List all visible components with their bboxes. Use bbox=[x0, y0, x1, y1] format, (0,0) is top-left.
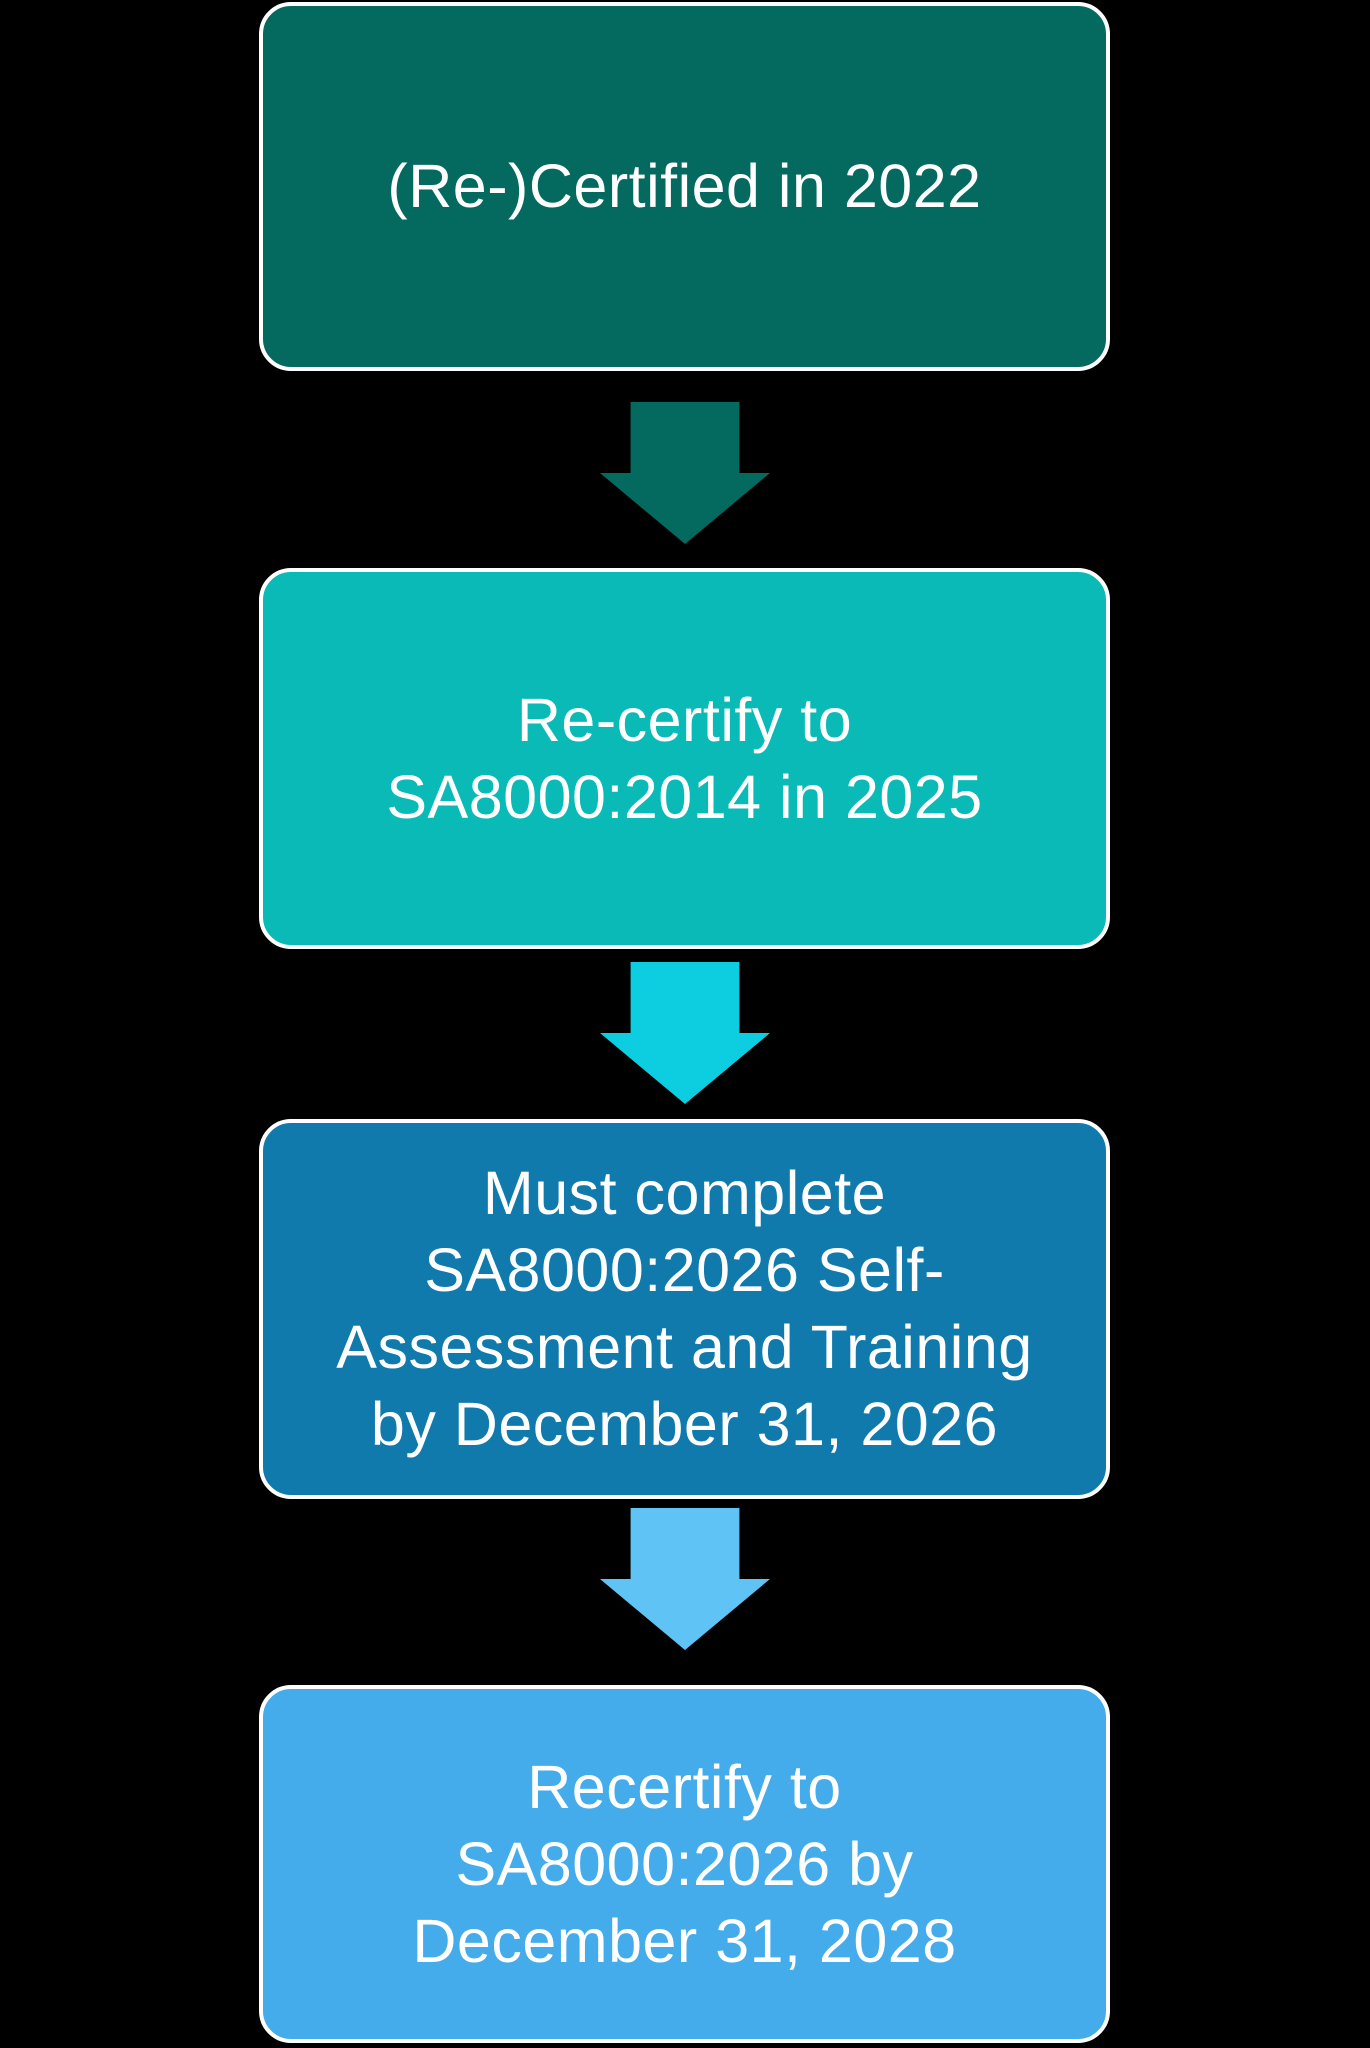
flow-step-3-text-line-4: by December 31, 2026 bbox=[370, 1390, 999, 1458]
flow-step-4-text-line-1: Recertify to bbox=[527, 1752, 842, 1821]
flow-step-3-text-line-3: Assessment and Training bbox=[336, 1313, 1033, 1381]
flow-step-1-box: (Re-)Certified in 2022 bbox=[259, 2, 1110, 371]
down-arrow-icon bbox=[600, 962, 770, 1104]
flow-step-4-text-line-3: December 31, 2028 bbox=[412, 1906, 957, 1975]
flow-step-1-text: (Re-)Certified in 2022 bbox=[387, 152, 982, 220]
flow-step-3-text-line-2: SA8000:2026 Self- bbox=[424, 1236, 945, 1304]
flow-step-3-text-line-1: Must complete bbox=[482, 1159, 887, 1227]
flow-step-2-box: Re-certify to SA8000:2014 in 2025 bbox=[259, 568, 1110, 949]
flow-step-2-text-line-2: SA8000:2014 in 2025 bbox=[386, 762, 983, 831]
down-arrow-icon bbox=[600, 1508, 770, 1650]
flow-step-2-text-line-1: Re-certify to bbox=[516, 685, 853, 754]
down-arrow-icon bbox=[600, 402, 770, 544]
flow-step-4-text-line-2: SA8000:2026 by bbox=[455, 1829, 914, 1898]
flow-step-4-box: Recertify to SA8000:2026 by December 31,… bbox=[259, 1685, 1110, 2043]
flow-step-3-box: Must complete SA8000:2026 Self- Assessme… bbox=[259, 1119, 1110, 1499]
